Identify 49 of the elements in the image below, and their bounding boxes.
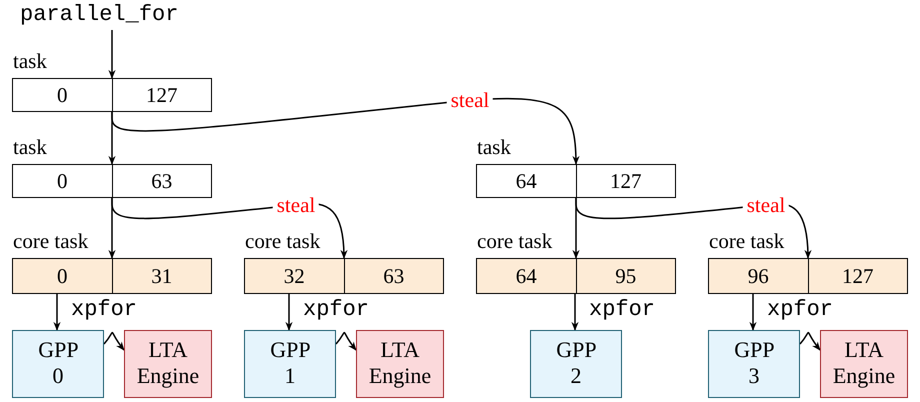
unit-label: GPP 2: [556, 337, 596, 389]
edge-label: xpfor: [589, 298, 656, 322]
arrow: [571, 294, 579, 331]
box-heading: core task: [13, 229, 88, 253]
unit-label: LTA Engine: [832, 337, 896, 389]
range-value: 32: [282, 262, 306, 290]
arrow: [103, 332, 125, 351]
engine-box: [124, 330, 212, 398]
arrow: [335, 332, 357, 351]
box-heading: task: [13, 135, 47, 159]
edge-label: xpfor: [767, 298, 834, 322]
range-value: 96: [746, 262, 770, 290]
arrow: [53, 294, 61, 331]
range-value: 127: [112, 79, 211, 111]
arrow: [111, 98, 580, 165]
range-value: 0: [56, 168, 68, 194]
box-heading: task: [477, 135, 511, 159]
engine-box: [356, 330, 444, 398]
range-value: 64: [514, 262, 538, 290]
box-heading: core task: [477, 229, 552, 253]
range-value: 127: [576, 165, 675, 197]
unit-label: LTA Engine: [136, 337, 200, 389]
unit-label: GPP 0: [38, 337, 78, 389]
range-value: 95: [576, 259, 675, 293]
code-text: parallel_for: [20, 2, 210, 30]
processor-box: [12, 330, 104, 398]
engine-box: [820, 330, 908, 398]
unit-label: GPP 1: [270, 337, 310, 389]
box-heading: task: [13, 49, 47, 73]
box-heading: core task: [709, 229, 784, 253]
box-heading: core task: [245, 229, 320, 253]
range-value: 0: [56, 262, 68, 290]
unit-label: LTA Engine: [368, 337, 432, 389]
range-value: 127: [808, 259, 907, 293]
unit-label: GPP 3: [734, 337, 774, 389]
edge-label: xpfor: [303, 298, 370, 322]
range-value: 64: [514, 168, 538, 194]
range-value: 0: [56, 82, 68, 108]
arrow: [749, 294, 757, 331]
processor-box: [708, 330, 800, 398]
processor-box: [530, 330, 622, 398]
arrow: [108, 30, 116, 79]
edge-label: xpfor: [71, 298, 138, 322]
arrow: [799, 332, 821, 351]
range-value: 63: [344, 259, 443, 293]
arrow: [285, 294, 293, 331]
range-value: 31: [112, 259, 211, 293]
processor-box: [244, 330, 336, 398]
range-value: 63: [112, 165, 211, 197]
